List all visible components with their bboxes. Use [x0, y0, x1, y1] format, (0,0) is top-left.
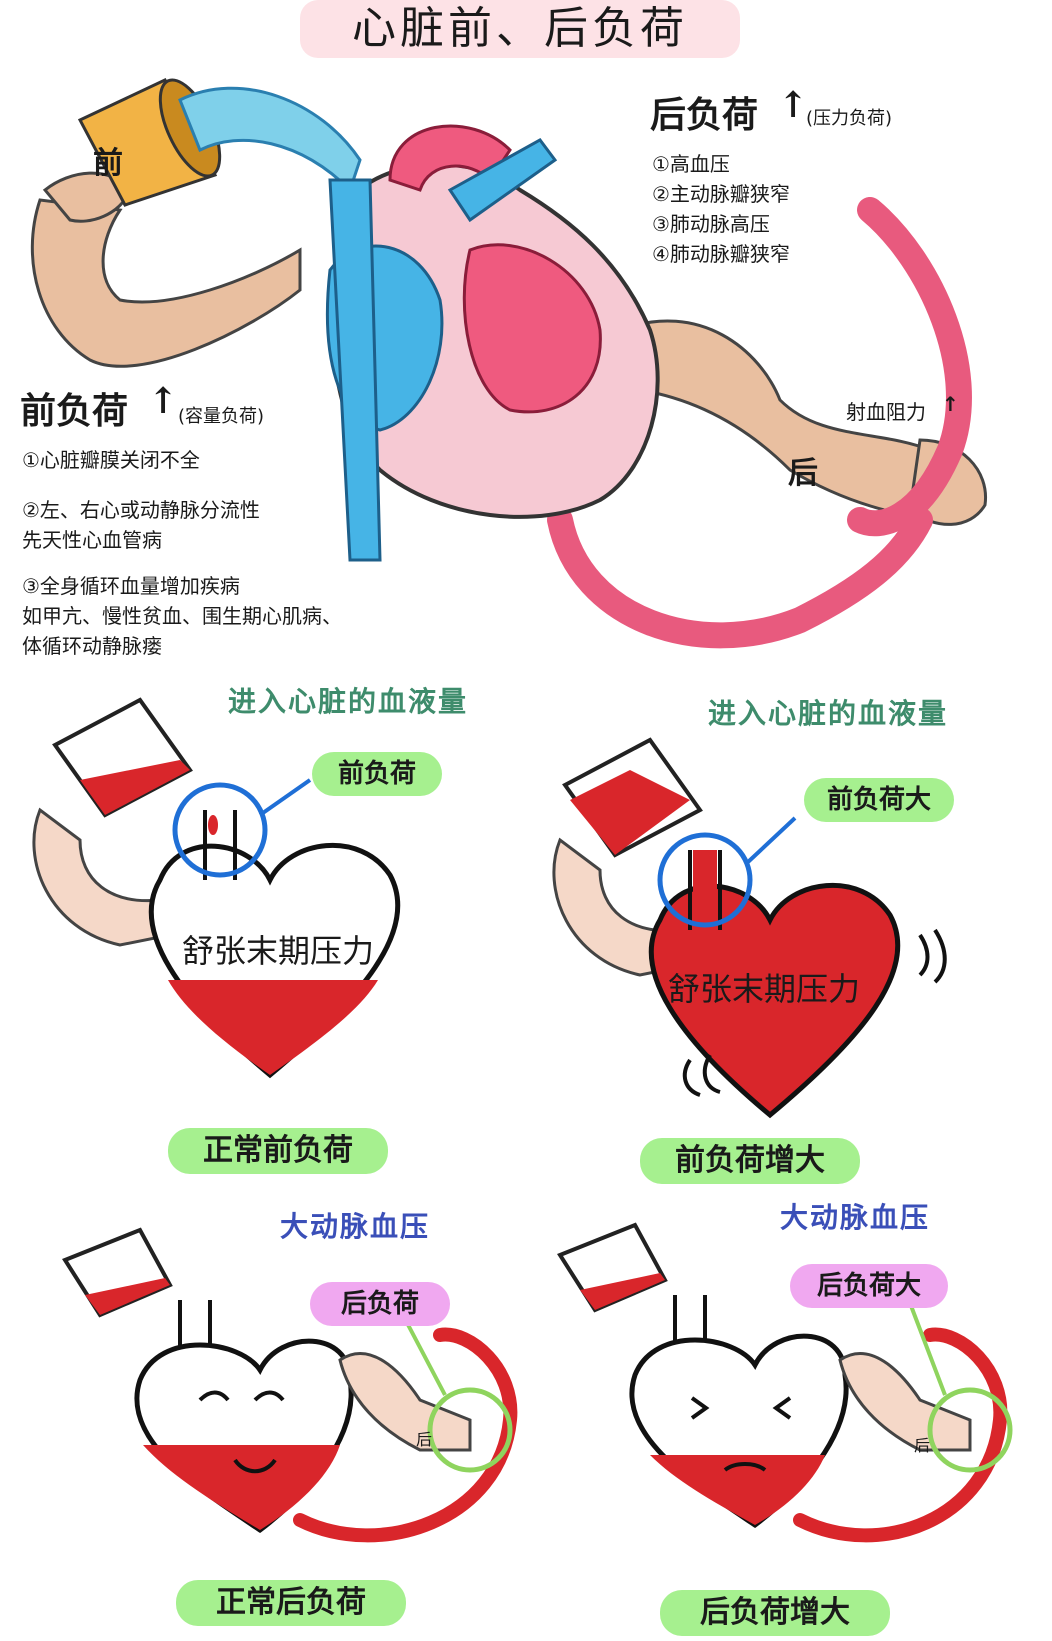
pulmonary-artery — [447, 138, 558, 223]
afterload-item-2: ②主动脉瓣狭窄 — [652, 182, 790, 206]
aorta-rope — [847, 197, 972, 537]
panel-normal-preload — [32, 697, 401, 1079]
preload-item-3-line-2: 如甲亢、慢性贫血、围生期心肌病、 — [22, 604, 342, 628]
left-heart-pink — [462, 243, 602, 414]
aortic-arch — [388, 124, 512, 192]
pill-afterload-big: 后负荷大 — [790, 1264, 948, 1308]
afterload-heading: 后负荷 — [650, 94, 759, 136]
zoom-circle-right-2 — [927, 1387, 1013, 1473]
panel-normal-afterload — [62, 1227, 518, 1543]
blood-in-label-left: 进入心脏的血液量 — [228, 685, 469, 718]
vena-cava — [328, 178, 382, 562]
aorta-label-left: 大动脉血压 — [280, 1210, 431, 1243]
cup-blood-left-2 — [85, 1278, 170, 1315]
zoom-circle-right-1 — [657, 832, 753, 928]
heart-blood-left-2 — [143, 1445, 340, 1530]
page-title: 心脏前、后负荷 — [300, 0, 740, 58]
preload-item-3-line-3: 体循环动静脉瘘 — [22, 634, 162, 658]
arm-left-2 — [338, 1352, 472, 1452]
caption-normal-afterload: 正常后负荷 — [176, 1580, 406, 1626]
left-arm — [30, 198, 302, 368]
zoom-circle-left-2 — [427, 1387, 513, 1473]
preload-sub: (容量负荷) — [178, 406, 265, 427]
afterload-item-4: ④肺动脉瓣狭窄 — [652, 242, 790, 266]
preload-up-arrow-icon: ↑ — [148, 380, 179, 422]
zoom-circle-left-1 — [172, 782, 268, 878]
vessel-right-2 — [793, 1327, 1008, 1543]
afterload-item-1: ①高血压 — [652, 152, 730, 176]
preload-heading: 前负荷 — [20, 390, 129, 432]
arm-label-after: 后 — [788, 456, 818, 491]
arm-mark-right: 后 — [914, 1436, 931, 1455]
pill-afterload: 后负荷 — [310, 1282, 450, 1326]
panel-preload-increased — [552, 737, 947, 1119]
arm-left-1 — [32, 807, 172, 947]
blood-in-label-right: 进入心脏的血液量 — [708, 697, 949, 730]
heart-text-left: 舒张末期压力 — [182, 932, 375, 970]
caption-normal-preload: 正常前负荷 — [168, 1128, 388, 1174]
afterload-item-3: ③肺动脉高压 — [652, 212, 770, 236]
water-stream — [178, 86, 362, 193]
cup-blood-right-2 — [580, 1273, 665, 1310]
caption-afterload-increased: 后负荷增大 — [660, 1590, 890, 1636]
preload-item-2-line-2: 先天性心血管病 — [22, 528, 162, 552]
arm-right-2 — [838, 1352, 972, 1452]
afterload-up-arrow-icon: ↑ — [778, 84, 809, 126]
afterload-sub: (压力负荷) — [806, 108, 893, 129]
heart-blood-right-2 — [650, 1455, 825, 1525]
arm-mark-left: 后 — [416, 1430, 433, 1449]
caption-preload-increased: 前负荷增大 — [640, 1138, 860, 1184]
drop-left-1 — [208, 815, 218, 835]
heart-text-right: 舒张末期压力 — [668, 970, 861, 1008]
preload-item-2-line-1: ②左、右心或动静脉分流性 — [22, 498, 260, 522]
aorta-loop — [547, 507, 933, 649]
pill-preload-big: 前负荷大 — [804, 778, 954, 822]
resistance-up-arrow-icon: ↑ — [942, 392, 959, 416]
inflow-right-1 — [693, 850, 717, 935]
aorta-label-right: 大动脉血压 — [780, 1201, 931, 1234]
pill-preload: 前负荷 — [312, 752, 442, 796]
panel-afterload-increased — [557, 1222, 1013, 1543]
preload-item-1: ①心脏瓣膜关闭不全 — [22, 448, 200, 472]
heart-blood-left-1 — [168, 980, 378, 1075]
resistance-label: 射血阻力 — [846, 400, 926, 424]
cup-label: 前 — [93, 146, 123, 181]
preload-item-3-line-1: ③全身循环血量增加疾病 — [22, 574, 240, 598]
cup-blood-left-1 — [80, 760, 190, 815]
cup-blood-right-1 — [570, 770, 690, 855]
